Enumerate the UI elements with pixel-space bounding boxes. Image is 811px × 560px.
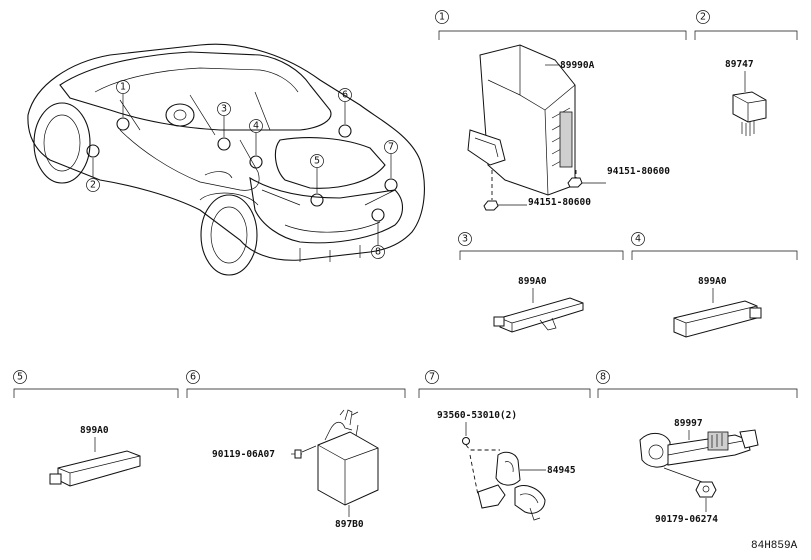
location-marker-1[interactable] <box>116 117 130 131</box>
part-label-94151-80600-b[interactable]: 94151-80600 <box>528 197 591 208</box>
part-label-89990A[interactable]: 89990A <box>560 60 595 71</box>
diagram-code: 84H859A <box>751 540 798 552</box>
part-label-84945[interactable]: 84945 <box>547 465 576 476</box>
section-2-marker <box>696 10 710 24</box>
screw-93560-53010-drawing <box>462 437 500 501</box>
section-3: 3 899A0 <box>458 232 624 333</box>
location-marker-8[interactable] <box>371 208 385 222</box>
callout-2-label: 2 <box>90 180 96 191</box>
callout-4-label: 4 <box>253 121 259 132</box>
section-7: 7 93560-53010(2) 84945 <box>418 370 591 521</box>
section-3-number: 3 <box>462 234 468 245</box>
section-5-marker <box>13 370 27 384</box>
section-4-number: 4 <box>635 234 641 245</box>
section-8: 8 89997 90179-06274 <box>596 370 798 525</box>
section-6: 6 90119-06A07 897B0 <box>186 370 406 530</box>
callout-3-label: 3 <box>221 104 227 115</box>
section-2-number: 2 <box>700 12 706 23</box>
callout-7 <box>384 140 398 154</box>
callout-8 <box>371 245 385 259</box>
bolt-94151-80600-right <box>567 170 606 188</box>
callout-1-label: 1 <box>120 82 126 93</box>
location-marker-7[interactable] <box>384 178 398 192</box>
callout-8-label: 8 <box>375 247 381 258</box>
part-label-94151-80600-a[interactable]: 94151-80600 <box>607 166 670 177</box>
callout-4 <box>249 119 263 133</box>
clip-90179-06274-drawing <box>695 481 717 498</box>
part-89990A-drawing <box>467 44 576 196</box>
callout-7-label: 7 <box>388 142 394 153</box>
section-4: 4 899A0 <box>631 232 798 338</box>
section-7-number: 7 <box>429 372 435 383</box>
section-3-marker <box>458 232 472 246</box>
section-8-marker <box>596 370 610 384</box>
section-2: 2 89747 <box>694 10 798 136</box>
location-marker-5[interactable] <box>310 193 324 207</box>
callout-5-label: 5 <box>314 156 320 167</box>
callout-3 <box>217 102 231 116</box>
callout-5 <box>310 154 324 168</box>
section-1: 1 89990A 94151-80600 94151-80600 <box>435 10 687 211</box>
part-label-89747[interactable]: 89747 <box>725 59 754 70</box>
callout-6-label: 6 <box>342 90 348 101</box>
callout-2 <box>86 178 100 192</box>
location-marker-3[interactable] <box>217 137 231 151</box>
location-marker-2[interactable] <box>86 144 100 158</box>
bolt-94151-80600-left <box>483 170 527 211</box>
bolt-90119-06A07 <box>291 445 317 459</box>
part-label-897B0[interactable]: 897B0 <box>335 519 364 530</box>
part-899A0-s5-drawing <box>49 450 141 487</box>
location-marker-6[interactable] <box>338 124 352 138</box>
section-4-marker <box>631 232 645 246</box>
section-6-marker <box>186 370 200 384</box>
section-7-marker <box>425 370 439 384</box>
part-89747-drawing <box>732 91 767 136</box>
part-84945-drawing <box>477 451 546 521</box>
car-callouts: 1 2 3 4 5 6 7 8 <box>86 80 398 259</box>
section-8-number: 8 <box>600 372 606 383</box>
section-5-number: 5 <box>17 372 23 383</box>
part-label-899A0-s4[interactable]: 899A0 <box>698 276 727 287</box>
part-899A0-s4-drawing <box>673 300 762 338</box>
part-label-89997[interactable]: 89997 <box>674 418 703 429</box>
section-6-number: 6 <box>190 372 196 383</box>
part-label-899A0-s5[interactable]: 899A0 <box>80 425 109 436</box>
callout-6 <box>338 88 352 102</box>
part-89997-drawing <box>639 429 759 468</box>
part-label-90179-06274[interactable]: 90179-06274 <box>655 514 718 525</box>
part-897B0-drawing <box>317 409 379 506</box>
part-label-93560-53010[interactable]: 93560-53010(2) <box>437 410 517 421</box>
part-label-899A0-s3[interactable]: 899A0 <box>518 276 547 287</box>
part-label-90119-06A07[interactable]: 90119-06A07 <box>212 449 275 460</box>
section-1-number: 1 <box>439 12 445 23</box>
section-1-marker <box>435 10 449 24</box>
car-illustration <box>27 43 425 276</box>
location-marker-4[interactable] <box>249 155 263 169</box>
callout-1 <box>116 80 130 94</box>
section-5: 5 899A0 <box>13 370 179 487</box>
part-899A0-s3-drawing <box>493 297 584 333</box>
